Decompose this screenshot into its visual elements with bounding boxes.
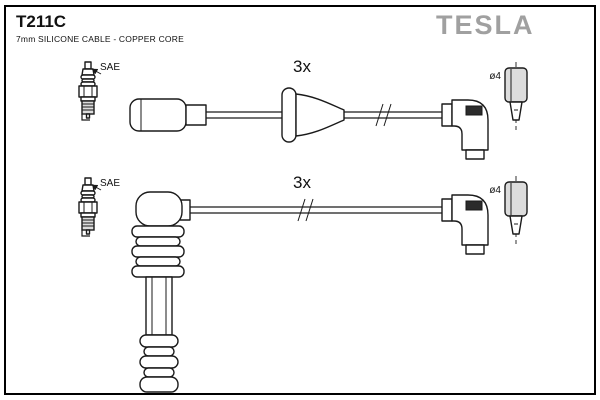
- brand-logo: TESLA: [436, 10, 535, 40]
- part-number: T211C: [16, 12, 67, 31]
- cable-1: [129, 87, 489, 160]
- cable-2-elbow-boot: [441, 194, 489, 255]
- cable-1-quantity: 3x: [293, 57, 311, 76]
- cable-1-molded-body: [281, 87, 345, 143]
- terminal-1: [504, 61, 528, 131]
- terminal-1-diameter-label: ø4: [489, 71, 501, 82]
- cable-2-long-boot: [131, 191, 191, 393]
- terminal-2-diameter-label: ø4: [489, 185, 501, 196]
- sae-arrow-2: [91, 184, 102, 191]
- terminal-2: [504, 175, 528, 245]
- diagram-border: [4, 5, 596, 395]
- cable-1-break-mark: [375, 103, 392, 127]
- cable-2: [131, 191, 489, 393]
- cable-1-elbow-boot: [441, 99, 489, 160]
- part-description: 7mm SILICONE CABLE - COPPER CORE: [16, 34, 184, 44]
- cable-1-straight-boot: [129, 98, 207, 132]
- spark-plug-2-standard-label: SAE: [100, 178, 120, 189]
- sae-arrow-1: [91, 68, 102, 75]
- cable-2-quantity: 3x: [293, 173, 311, 192]
- spark-plug-1-standard-label: SAE: [100, 62, 120, 73]
- cable-2-break-mark: [297, 198, 314, 222]
